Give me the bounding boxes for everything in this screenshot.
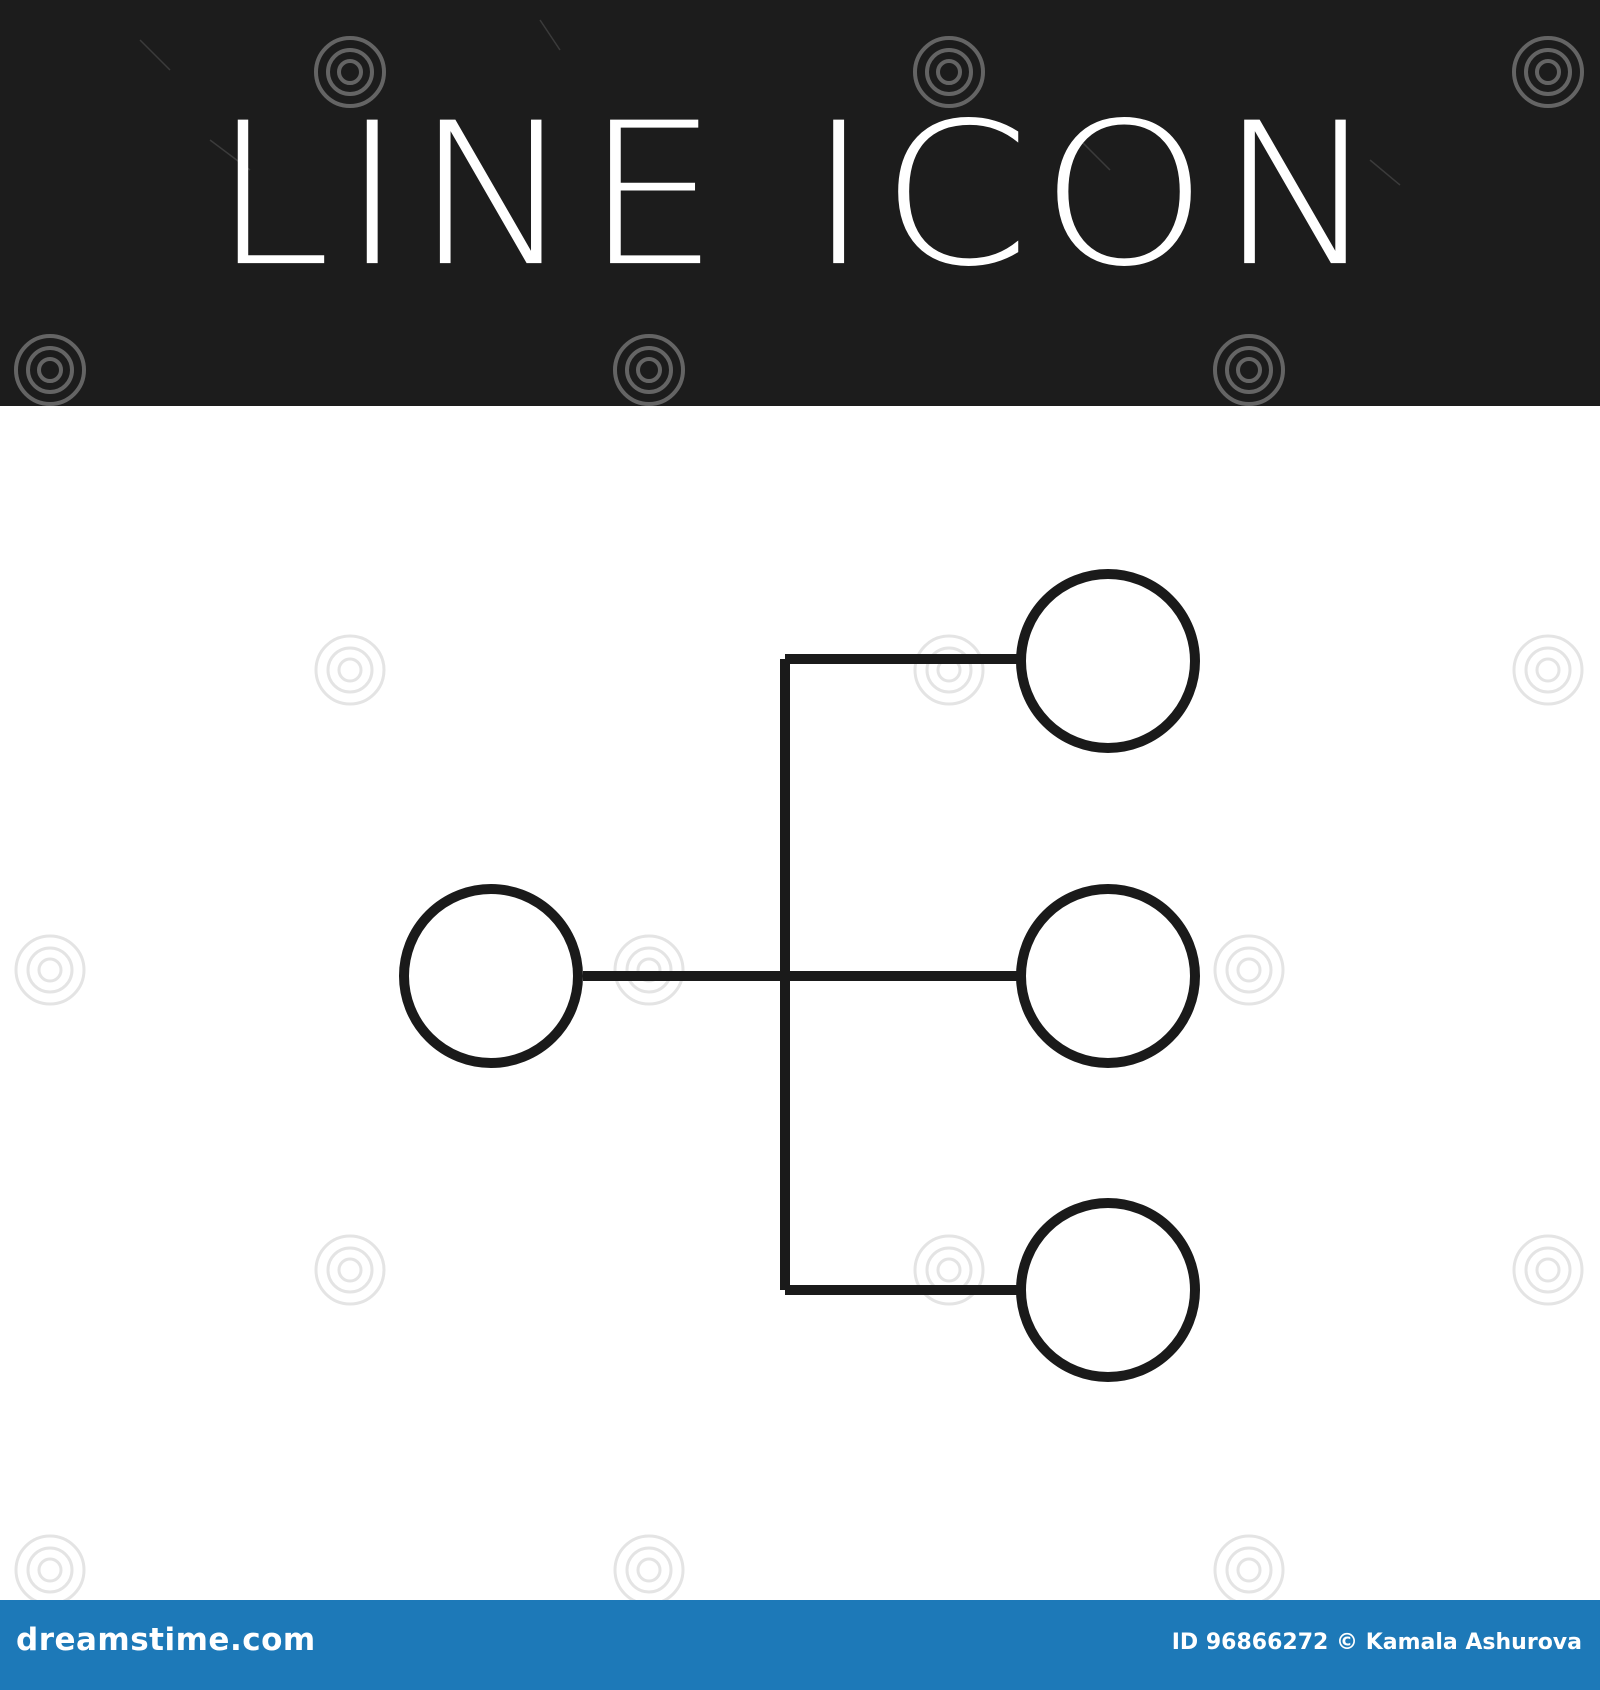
child-node-top-circle bbox=[1016, 569, 1200, 753]
footer-bar: dreamstime.com ID 96866272 © Kamala Ashu… bbox=[0, 1600, 1600, 1690]
spiral-logo-icon bbox=[14, 334, 86, 406]
illustration-area bbox=[0, 406, 1600, 1600]
hierarchy-tree-icon bbox=[399, 569, 1200, 1382]
child-node-bottom-circle bbox=[1016, 1198, 1200, 1382]
image-id-label: ID bbox=[1171, 1630, 1199, 1655]
child-node-middle-circle bbox=[1016, 884, 1200, 1068]
header-banner: LINE ICON bbox=[0, 0, 1600, 406]
copyright-symbol: © bbox=[1336, 1630, 1359, 1655]
header-title: LINE ICON bbox=[211, 80, 1389, 311]
footer-brand[interactable]: dreamstime.com bbox=[16, 1622, 316, 1658]
spiral-logo-icon bbox=[1213, 334, 1285, 406]
root-node-circle bbox=[399, 884, 583, 1068]
image-id-number: 96866272 bbox=[1205, 1630, 1329, 1655]
author-name[interactable]: Kamala Ashurova bbox=[1365, 1630, 1582, 1655]
footer-credit: ID 96866272 © Kamala Ashurova bbox=[1172, 1630, 1582, 1655]
spiral-logo-icon bbox=[613, 334, 685, 406]
